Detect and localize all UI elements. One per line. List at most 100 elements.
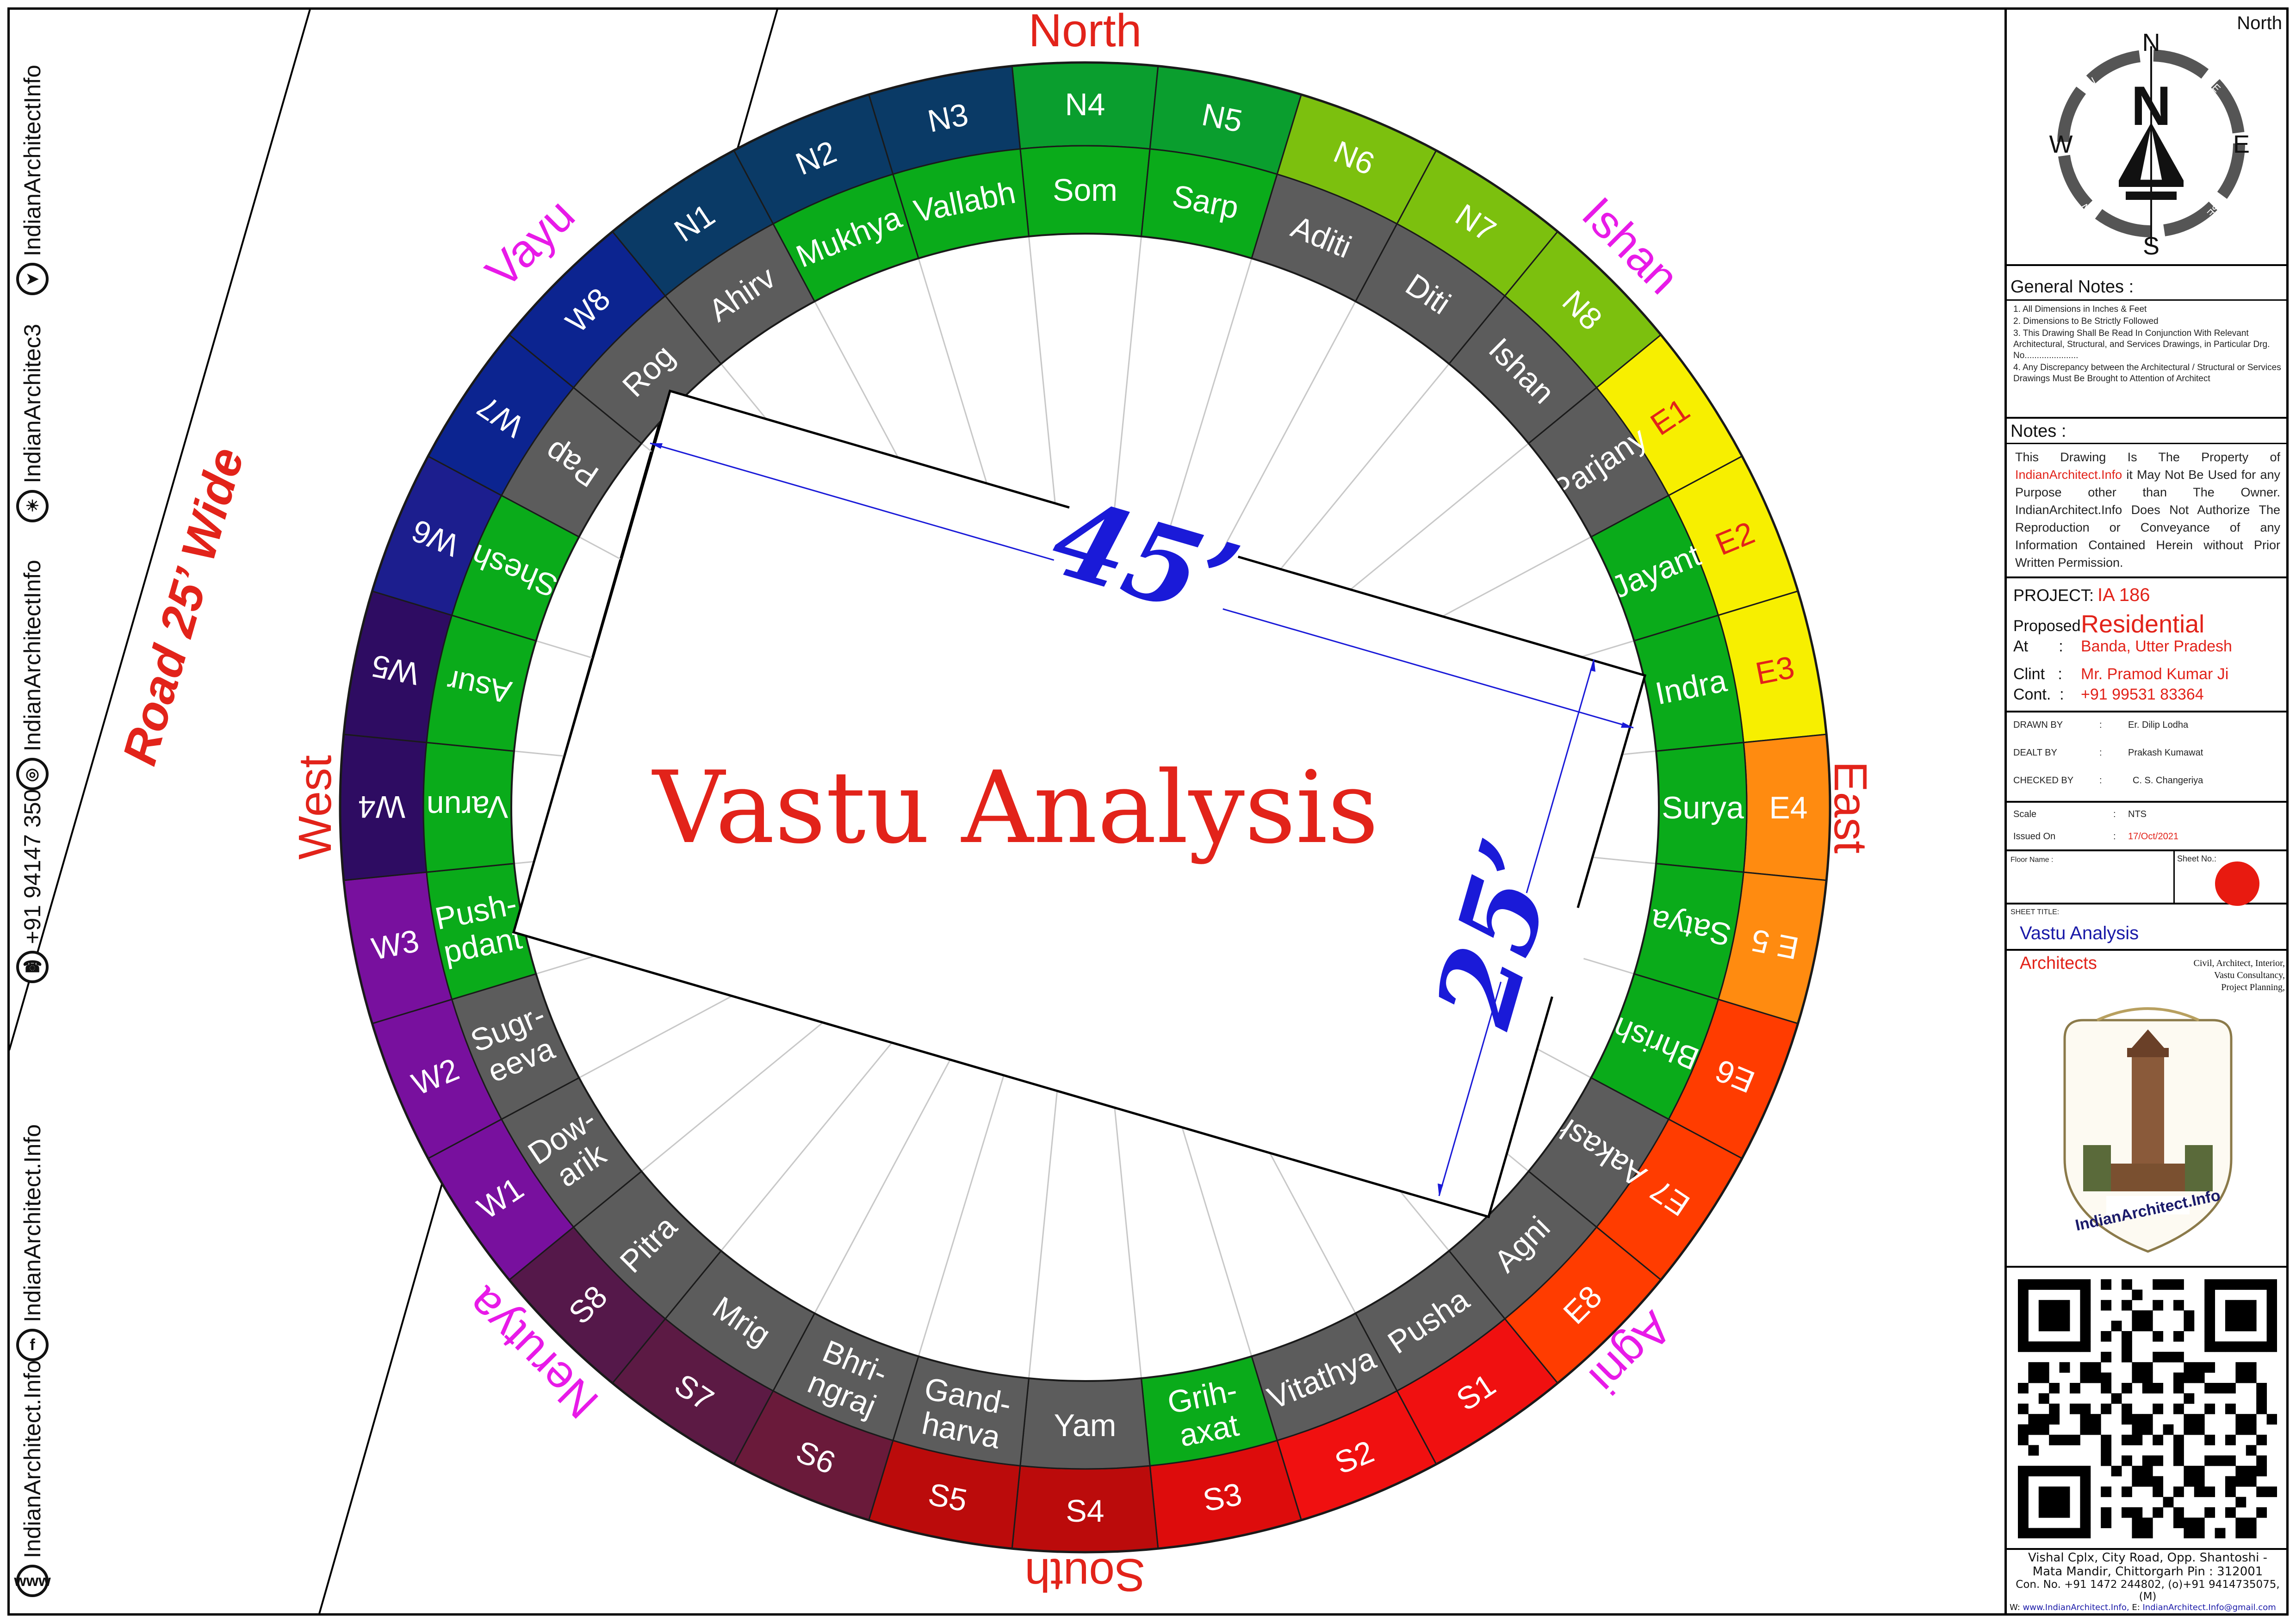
firm-logo: IndianArchitect.Info <box>2063 1007 2233 1253</box>
social-text: IndianArchitect.Info <box>19 1360 45 1559</box>
inner-sector-label: Varun <box>427 789 508 824</box>
inner-sector-label: Gand-harva <box>915 1371 1014 1456</box>
scale-colon: : <box>2113 809 2116 819</box>
general-note-item: 2. Dimensions to Be Strictly Followed <box>2013 316 2159 326</box>
outer-sector-label: S4 <box>1066 1493 1104 1529</box>
center-title: Vastu Analysis <box>652 750 1379 866</box>
social-item[interactable]: IndianArchitec3 ☀ <box>9 324 56 522</box>
wheel-outer-border <box>339 61 1831 1554</box>
client-label: Clint : <box>2013 665 2062 683</box>
drawn-value: Er. Dilip Lodha <box>2128 720 2189 730</box>
social-item[interactable]: IndianArchitectInfo➤ <box>9 65 56 296</box>
address-website[interactable]: www.IndianArchitect.Info, <box>2023 1603 2129 1612</box>
social-text: IndianArchitec3 <box>19 324 45 483</box>
qr-section <box>2007 1268 2289 1550</box>
social-text: +91 94147 35075 <box>19 763 45 944</box>
checked-value: C. S. Changeriya <box>2133 775 2203 786</box>
issued-colon: : <box>2113 831 2116 842</box>
social-text: IndianArchitect.Info <box>19 1124 45 1323</box>
address-line-2: Mata Mandir, Chittorgarh Pin : 312001 <box>2032 1565 2263 1579</box>
general-notes-section: General Notes : 1. All Dimensions in Inc… <box>2007 266 2289 419</box>
floor-label: Floor Name : <box>2011 856 2054 864</box>
compass-caption: North <box>2237 13 2282 33</box>
address-e-label: E: <box>2132 1603 2140 1612</box>
social-item[interactable]: +91 94147 35075☎ <box>9 763 56 983</box>
scale-section: Scale : NTS Issued On : 17/Oct/2021 <box>2007 803 2289 851</box>
address-section: Vishal Cplx, City Road, Opp. Shantoshi -… <box>2007 1550 2289 1614</box>
architects-section: Architects Civil, Architect, Interior, V… <box>2007 951 2289 1268</box>
dealt-value: Prakash Kumawat <box>2128 748 2203 758</box>
compass-section: North N N S E W NE NW SE SW <box>2007 9 2289 266</box>
outer-sector-label: N4 <box>1065 87 1105 122</box>
issued-value: 17/Oct/2021 <box>2128 831 2178 842</box>
road-label: Road 25’ Wide <box>112 442 254 771</box>
services-2: Vastu Consultancy, <box>2214 970 2285 980</box>
scale-value: NTS <box>2128 809 2147 819</box>
proposed-value: Residential <box>2081 610 2205 638</box>
social-item[interactable]: IndianArchitectInfo ◎ <box>9 560 56 791</box>
contact-label: Cont. : <box>2013 686 2064 703</box>
direction-west: West <box>289 755 341 860</box>
signoff-section: DRAWN BY : Er. Dilip Lodha DEALT BY : Pr… <box>2007 712 2289 803</box>
address-line-4: W: www.IndianArchitect.Info, E: IndianAr… <box>2007 1603 2289 1612</box>
compass-s: S <box>2143 232 2159 259</box>
compass-rose: N N S E W NE NW SE SW <box>2049 29 2250 259</box>
sheet-title-section: SHEET TITLE: Vastu Analysis <box>2007 904 2289 951</box>
general-note-item: 3. This Drawing Shall Be Read In Conjunc… <box>2013 328 2270 360</box>
notes-post: it May Not Be Used for any Purpose other… <box>2015 468 2280 570</box>
inner-sector-label: Yam <box>1054 1408 1117 1443</box>
project-section: PROJECT: IA 186 Proposed Residential At … <box>2007 578 2289 712</box>
address-email[interactable]: IndianArchitect.Info@gmail.com <box>2142 1603 2276 1612</box>
outer-sector-label: N5 <box>1199 97 1245 139</box>
notes-link[interactable]: IndianArchitect.Info <box>2015 468 2122 482</box>
proposed-label: Proposed <box>2013 617 2081 635</box>
address-w-label: W: <box>2010 1603 2020 1612</box>
dealt-label: DEALT BY <box>2013 748 2057 758</box>
outer-sector-label: S3 <box>1200 1476 1244 1518</box>
sheet-title-value: Vastu Analysis <box>2020 923 2139 943</box>
social-item[interactable]: IndianArchitect.Info f <box>9 1124 56 1362</box>
address-line-3: Con. No. +91 1472 244802, (o)+91 9414735… <box>2016 1579 2280 1603</box>
social-icon: ☀ <box>16 489 49 522</box>
issued-label: Issued On <box>2013 831 2056 842</box>
at-label: At : <box>2013 638 2063 655</box>
services-1: Civil, Architect, Interior, <box>2193 958 2285 968</box>
inner-sector-label: Grih-axat <box>1165 1372 1247 1454</box>
compass-n: N <box>2142 29 2160 56</box>
sheet-title-label: SHEET TITLE: <box>2011 908 2060 916</box>
social-text: IndianArchitectInfo <box>19 560 45 752</box>
services-3: Project Planning, <box>2221 982 2285 992</box>
checked-label: CHECKED BY <box>2013 775 2074 786</box>
scale-label: Scale <box>2013 809 2037 819</box>
page-frame <box>7 7 2289 1616</box>
wheel-inner-border <box>510 233 1660 1382</box>
compass-e: E <box>2233 130 2250 158</box>
floor-section: Floor Name : Sheet No.: <box>2007 851 2289 906</box>
dimension-45: 45’ <box>650 442 1634 729</box>
at-value: Banda, Utter Pradesh <box>2081 638 2232 655</box>
notes-body: This Drawing Is The Property of IndianAr… <box>2015 448 2280 571</box>
plot-outline <box>512 389 1647 1219</box>
address-line-1: Vishal Cplx, City Road, Opp. Shantoshi - <box>2028 1551 2268 1565</box>
social-item[interactable]: IndianArchitect.Info www <box>9 1360 56 1598</box>
social-icon: f <box>16 1329 49 1362</box>
notes-title: Notes : <box>2011 421 2066 441</box>
social-text: IndianArchitectInfo <box>19 65 45 257</box>
qr-code[interactable] <box>2018 1279 2277 1538</box>
sheet-no-marker <box>2215 861 2259 906</box>
social-icon: www <box>14 1565 51 1598</box>
notes-section: Notes : This Drawing Is The Property of … <box>2007 419 2289 578</box>
outer-sector-label: N3 <box>925 97 971 139</box>
compass-n-large: N <box>2131 75 2172 137</box>
inner-sector-label: Surya <box>1662 790 1744 825</box>
social-icon: ◎ <box>16 758 49 791</box>
outer-sector-label: E4 <box>1769 790 1807 825</box>
drawn-label: DRAWN BY <box>2013 720 2063 730</box>
outer-sector-label: W4 <box>358 789 405 824</box>
architects-label: Architects <box>2020 954 2097 973</box>
general-note-item: 1. All Dimensions in Inches & Feet <box>2013 304 2147 314</box>
road-line-left <box>8 9 311 1051</box>
general-note-item: 4. Any Discrepancy between the Architect… <box>2013 363 2281 384</box>
